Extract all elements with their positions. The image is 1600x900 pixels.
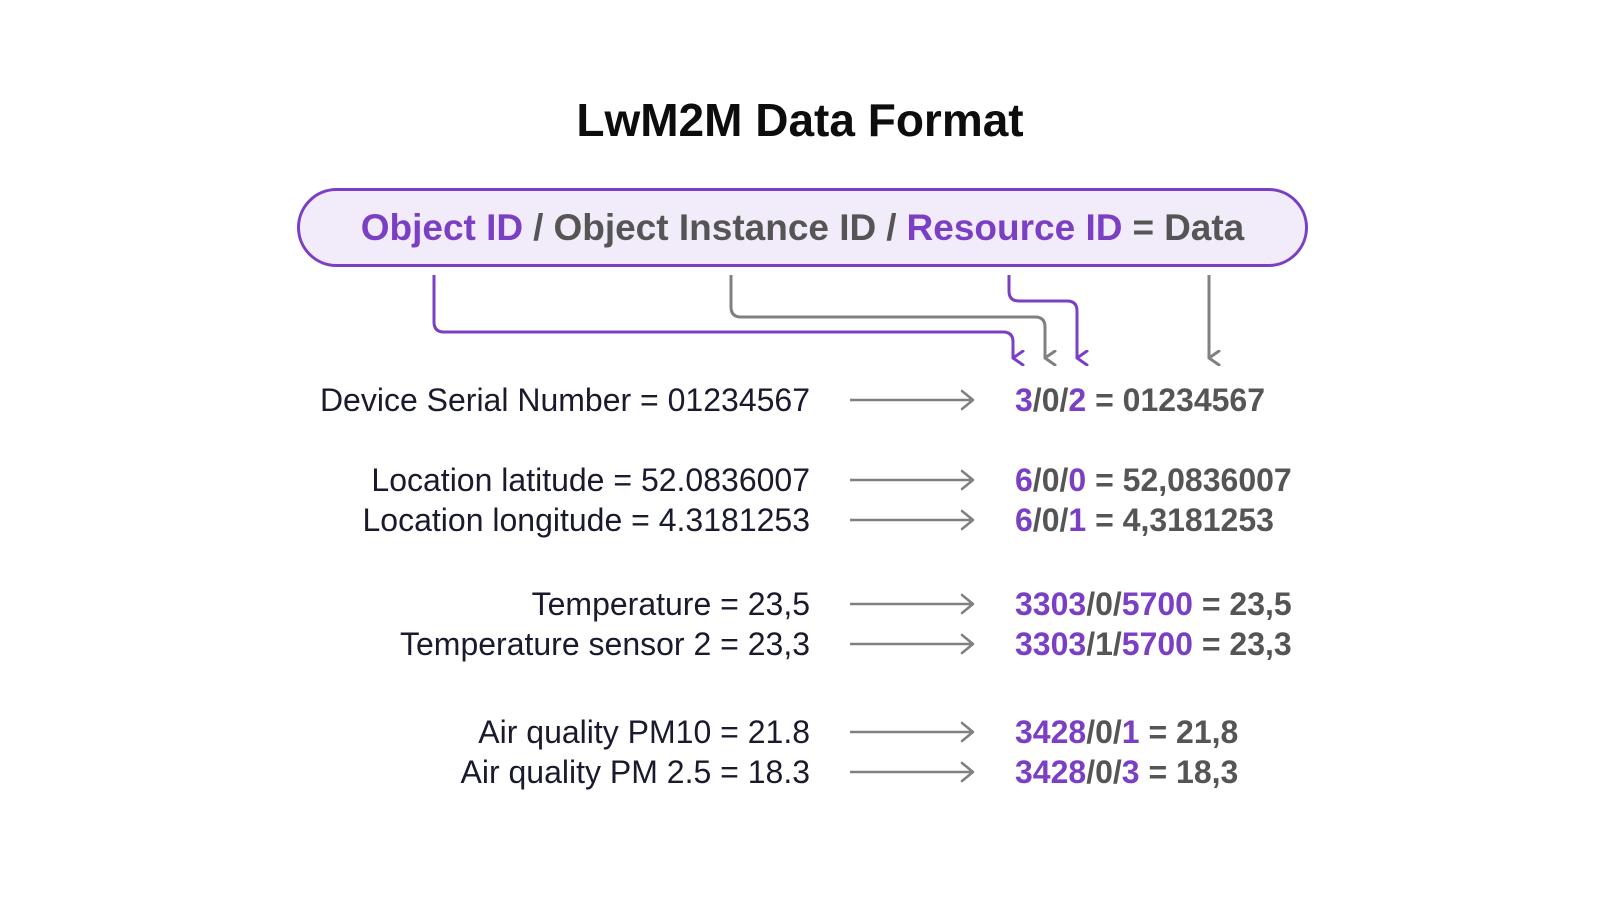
path-separator: /: [1032, 502, 1042, 538]
path-resource-id: 0: [1068, 462, 1087, 498]
path-resource-id: 5700: [1121, 626, 1193, 662]
path-separator: /: [1112, 626, 1122, 662]
row-lwm2m-path: 3303/0/5700 = 23,5: [1015, 584, 1292, 624]
path-equals: =: [1192, 586, 1230, 622]
path-separator: /: [1086, 714, 1096, 750]
object-id-connector: [432, 275, 1013, 358]
path-equals: =: [1192, 626, 1230, 662]
format-data: Data: [1164, 206, 1245, 248]
format-equals: =: [1132, 206, 1155, 248]
path-resource-id: 1: [1121, 714, 1140, 750]
path-instance-id: 0: [1095, 586, 1113, 622]
path-separator: /: [1059, 462, 1069, 498]
resource-id-connector: [1007, 275, 1077, 358]
path-separator: /: [1059, 382, 1069, 418]
path-value: 18,3: [1176, 754, 1239, 790]
row-source-label: Air quality PM10 = 21.8: [478, 714, 810, 750]
path-equals: =: [1086, 382, 1123, 418]
row-source-label: Location latitude = 52.0836007: [371, 462, 810, 498]
path-instance-id: 0: [1041, 502, 1060, 538]
row-arrow-head: [960, 389, 975, 411]
row-lwm2m-path: 3/0/2 = 01234567: [1015, 380, 1265, 420]
format-object-id: Object ID: [360, 206, 524, 248]
row-source-label: Temperature sensor 2 = 23,3: [399, 626, 810, 662]
path-object-id: 3303: [1015, 586, 1087, 622]
instance-id-connector: [729, 275, 1045, 358]
row-lwm2m-path: 3303/1/5700 = 23,3: [1015, 624, 1292, 664]
path-instance-id: 1: [1095, 626, 1113, 662]
row-arrow-head: [960, 469, 975, 491]
path-object-id: 3: [1015, 382, 1033, 418]
path-resource-id: 3: [1121, 754, 1140, 790]
path-instance-id: 0: [1041, 382, 1060, 418]
row-lwm2m-path: 3428/0/3 = 18,3: [1015, 752, 1238, 792]
row-source-label: Air quality PM 2.5 = 18.3: [460, 754, 810, 790]
row-lwm2m-path: 6/0/1 = 4,3181253: [1015, 500, 1274, 540]
path-separator: /: [1112, 754, 1122, 790]
row-lwm2m-path: 3428/0/1 = 21,8: [1015, 712, 1238, 752]
row-arrow-head: [960, 633, 975, 655]
path-instance-id: 0: [1041, 462, 1060, 498]
format-separator-1: /: [533, 206, 544, 248]
path-value: 23,3: [1229, 626, 1292, 662]
path-object-id: 3303: [1015, 626, 1087, 662]
path-separator: /: [1112, 714, 1122, 750]
row-arrow-head: [960, 509, 975, 531]
path-equals: =: [1086, 462, 1123, 498]
path-separator: /: [1112, 586, 1122, 622]
row-arrow-head: [960, 761, 975, 783]
path-equals: =: [1086, 502, 1123, 538]
format-resource-id: Resource ID: [906, 206, 1123, 248]
path-equals: =: [1139, 714, 1177, 750]
path-instance-id: 0: [1095, 714, 1113, 750]
path-value: 23,5: [1229, 586, 1292, 622]
diagram-title: LwM2M Data Format: [576, 94, 1024, 146]
row-source-label: Location longitude = 4.3181253: [362, 502, 811, 538]
path-separator: /: [1059, 502, 1069, 538]
path-value: 52,0836007: [1122, 462, 1292, 498]
path-object-id: 3428: [1015, 714, 1087, 750]
path-object-id: 6: [1015, 462, 1033, 498]
format-pill: Object ID / Object Instance ID / Resourc…: [297, 188, 1308, 267]
path-value: 4,3181253: [1122, 502, 1274, 538]
path-value: 01234567: [1122, 382, 1266, 418]
format-object-instance-id: Object Instance ID: [553, 206, 877, 248]
path-separator: /: [1032, 382, 1042, 418]
path-object-id: 6: [1015, 502, 1033, 538]
row-source-label: Device Serial Number = 01234567: [319, 382, 810, 418]
path-separator: /: [1086, 754, 1096, 790]
path-value: 21,8: [1176, 714, 1239, 750]
path-separator: /: [1086, 586, 1096, 622]
path-separator: /: [1032, 462, 1042, 498]
path-equals: =: [1139, 754, 1177, 790]
path-resource-id: 2: [1068, 382, 1087, 418]
row-arrow-head: [960, 721, 975, 743]
row-lwm2m-path: 6/0/0 = 52,0836007: [1015, 460, 1292, 500]
row-arrow-head: [960, 593, 975, 615]
row-source-label: Temperature = 23,5: [531, 586, 810, 622]
path-resource-id: 1: [1068, 502, 1087, 538]
format-separator-2: /: [886, 206, 897, 248]
path-object-id: 3428: [1015, 754, 1087, 790]
path-separator: /: [1086, 626, 1096, 662]
path-instance-id: 0: [1095, 754, 1113, 790]
row-arrows: [850, 389, 975, 783]
path-resource-id: 5700: [1121, 586, 1193, 622]
